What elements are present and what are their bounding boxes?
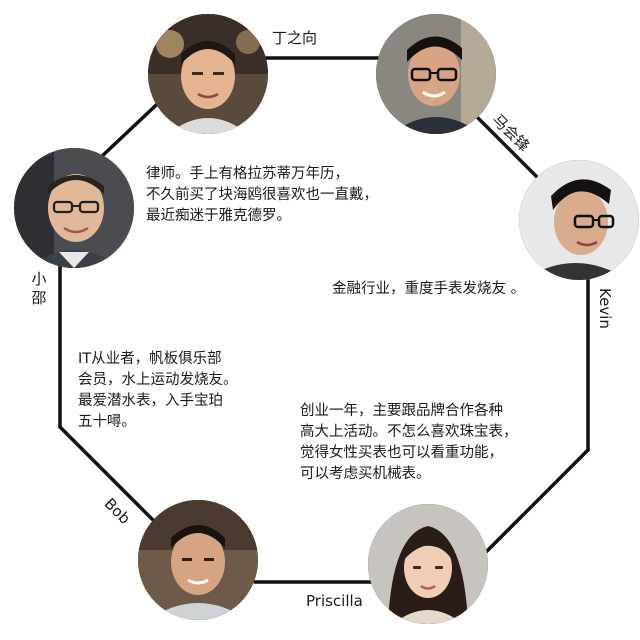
portrait-icon bbox=[368, 504, 488, 624]
portrait-icon bbox=[148, 14, 268, 134]
description-line: 五十噚。 bbox=[78, 414, 136, 430]
name-priscilla: Priscilla bbox=[306, 592, 363, 610]
name-xiaoshao: 小邵 bbox=[31, 270, 47, 307]
portrait-icon bbox=[376, 14, 496, 134]
description-line: 不久前买了块海鸥很喜欢也一直戴， bbox=[146, 187, 378, 203]
description-line: 最爱潜水表，入手宝珀 bbox=[78, 393, 223, 409]
description-line: 会员，水上运动发烧友。 bbox=[78, 372, 238, 388]
description-ding: 律师。手上有格拉苏蒂万年历， 不久前买了块海鸥很喜欢也一直戴， 最近痴迷于雅克德… bbox=[146, 164, 378, 227]
description-line: 律师。手上有格拉苏蒂万年历， bbox=[146, 166, 349, 182]
portrait-icon bbox=[14, 148, 134, 268]
description-priscilla: 创业一年，主要跟品牌合作各种 高大上活动。不怎么喜欢珠宝表， 觉得女性买表也可以… bbox=[300, 401, 518, 485]
description-bob: IT从业者，帆板俱乐部 会员，水上运动发烧友。 最爱潜水表，入手宝珀 五十噚。 bbox=[78, 349, 238, 433]
avatar-ma bbox=[376, 14, 496, 134]
name-ding: 丁之向 bbox=[272, 29, 318, 47]
description-line: 高大上活动。不怎么喜欢珠宝表， bbox=[300, 424, 518, 440]
avatar-bob bbox=[138, 500, 258, 620]
description-line: 觉得女性买表也可以看重功能， bbox=[300, 445, 503, 461]
description-line: 创业一年，主要跟品牌合作各种 bbox=[300, 403, 503, 419]
link-priscilla-bob bbox=[483, 448, 590, 555]
description-kevin: 金融行业，重度手表发烧友 。 bbox=[332, 279, 525, 300]
avatar-xiaoshao bbox=[14, 148, 134, 268]
avatar-priscilla bbox=[368, 504, 488, 624]
link-bob-xiaoshao bbox=[58, 425, 157, 524]
avatar-ding bbox=[148, 14, 268, 134]
name-kevin: Kevin bbox=[596, 288, 614, 329]
portrait-icon bbox=[519, 160, 639, 280]
description-line: 最近痴迷于雅克德罗。 bbox=[146, 208, 291, 224]
description-line: 可以考虑买机械表。 bbox=[300, 466, 431, 482]
portrait-icon bbox=[138, 500, 258, 620]
description-line: IT从业者，帆板俱乐部 bbox=[78, 351, 222, 367]
description-line: 金融行业，重度手表发烧友 。 bbox=[332, 281, 526, 297]
avatar-kevin bbox=[519, 160, 639, 280]
